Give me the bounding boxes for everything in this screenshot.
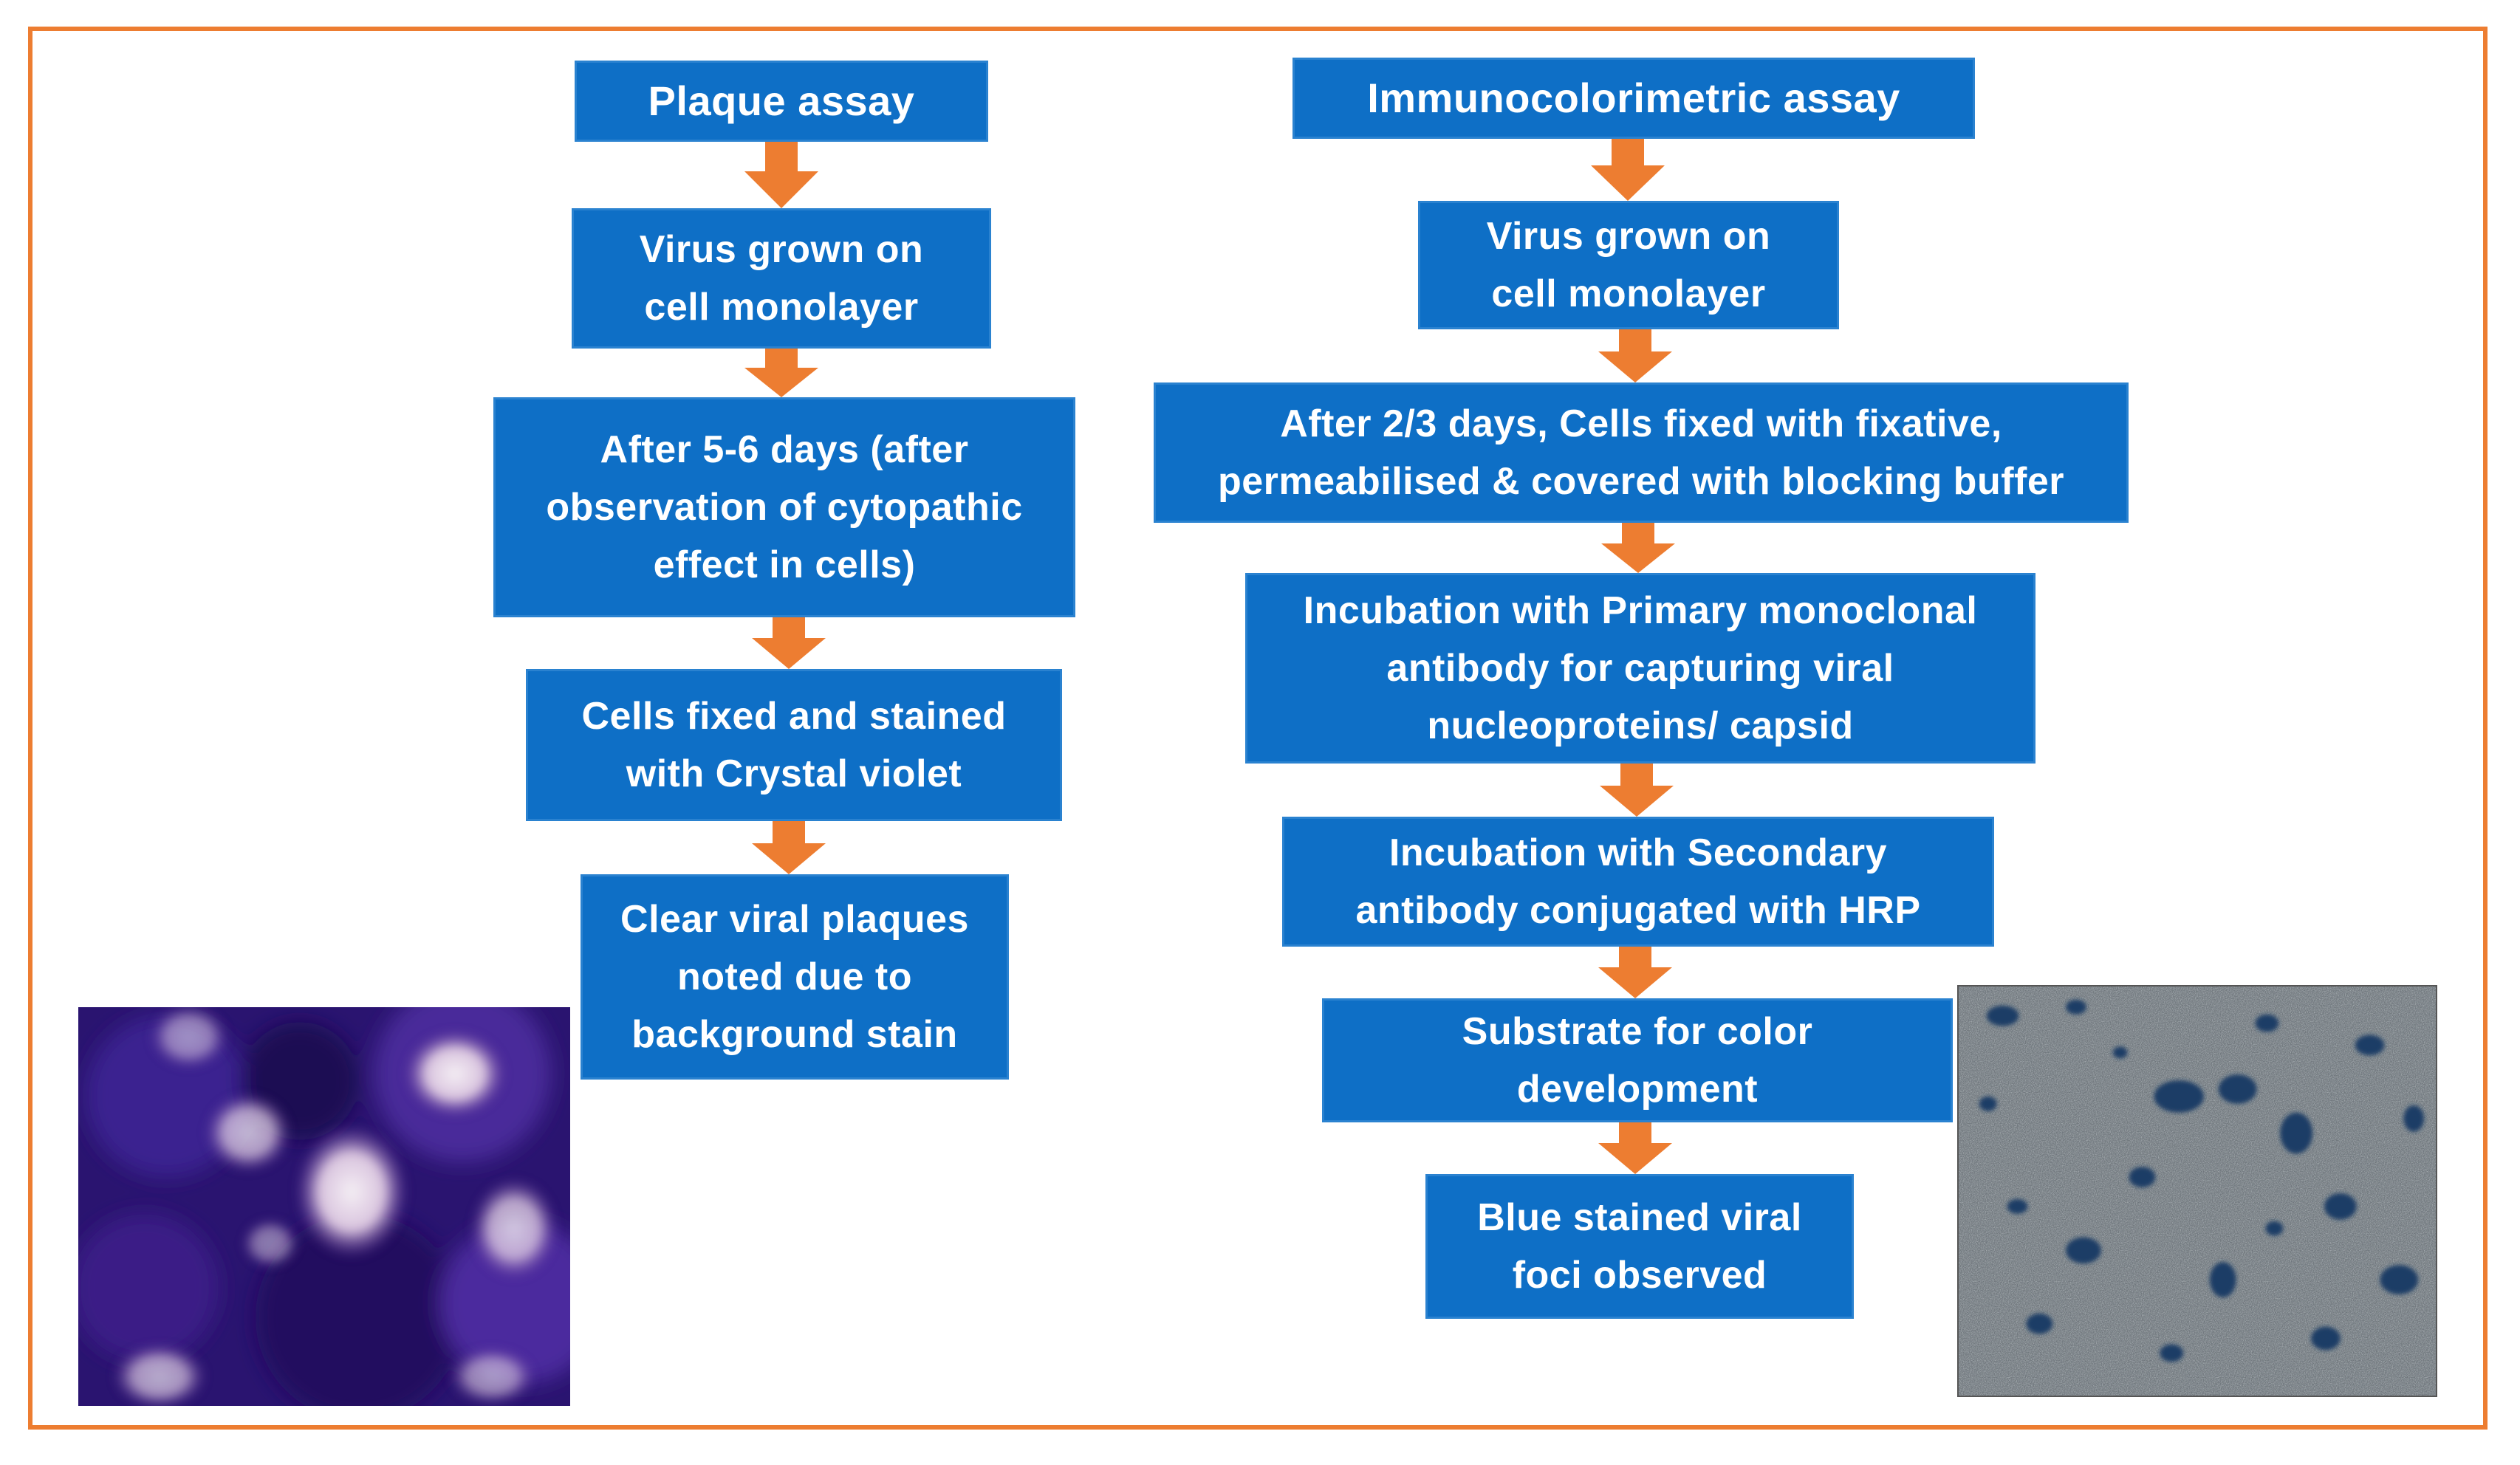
plaque-assay-title: Plaque assay [575,61,988,142]
arrow-down-icon [752,617,826,669]
immuno-step-fixed-permeabilised: After 2/3 days, Cells fixed with fixativ… [1154,382,2129,523]
arrow-down-icon [1601,523,1675,573]
immuno-step-secondary-antibody: Incubation with Secondary antibody conju… [1282,817,1994,947]
arrow-down-icon [752,821,826,874]
plaque-step-after-days: After 5-6 days (after observation of cyt… [493,397,1075,617]
arrow-down-icon [1598,1122,1672,1174]
immuno-step-substrate: Substrate for color development [1322,998,1953,1122]
arrow-down-icon [1598,947,1672,998]
immuno-step-blue-foci: Blue stained viral foci observed [1425,1174,1854,1319]
arrow-down-icon [1591,139,1665,201]
immunocolorimetric-title: Immunocolorimetric assay [1292,58,1975,139]
immuno-step-virus-grown: Virus grown on cell monolayer [1418,201,1839,329]
blue-stained-foci-micrograph [1957,985,2437,1397]
arrow-down-icon [744,349,818,397]
plaque-step-virus-grown: Virus grown on cell monolayer [572,208,991,349]
arrow-down-icon [1598,329,1672,382]
diagram-frame [28,27,2488,1430]
arrow-down-icon [1600,764,1674,817]
plaque-step-clear-plaques: Clear viral plaques noted due to backgro… [581,874,1009,1080]
arrow-down-icon [744,142,818,208]
immuno-step-primary-antibody: Incubation with Primary monoclonal antib… [1245,573,2035,764]
plaque-step-fixed-stained: Cells fixed and stained with Crystal vio… [526,669,1062,821]
crystal-violet-plaque-micrograph [78,1007,570,1406]
